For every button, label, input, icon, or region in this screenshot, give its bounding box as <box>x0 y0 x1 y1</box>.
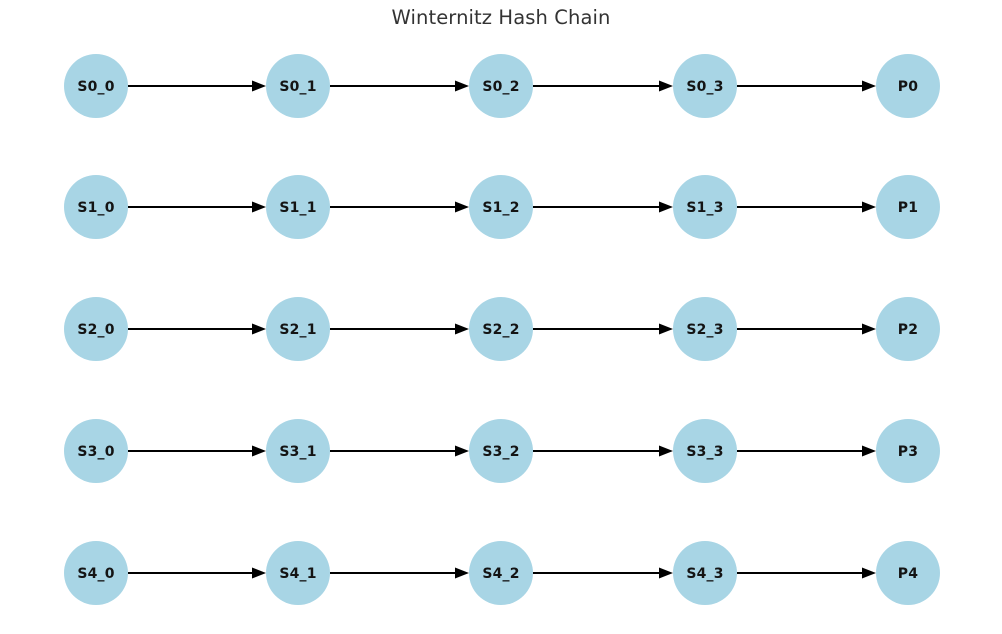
node-S4_3[interactable]: S4_3 <box>673 541 737 605</box>
node-label-S4_0: S4_0 <box>77 566 114 582</box>
node-circle-S2_1[interactable] <box>266 297 330 361</box>
node-label-P2: P2 <box>898 322 918 338</box>
node-S3_0[interactable]: S3_0 <box>64 419 128 483</box>
arrowhead-S4_2-to-S4_3 <box>659 567 673 579</box>
arrowhead-S3_0-to-S3_1 <box>252 445 266 457</box>
node-S4_1[interactable]: S4_1 <box>266 541 330 605</box>
node-label-P1: P1 <box>898 200 918 216</box>
node-S3_3[interactable]: S3_3 <box>673 419 737 483</box>
node-circle-S0_0[interactable] <box>64 54 128 118</box>
node-S2_3[interactable]: S2_3 <box>673 297 737 361</box>
node-P3[interactable]: P3 <box>876 419 940 483</box>
node-circle-S2_0[interactable] <box>64 297 128 361</box>
node-circle-P3[interactable] <box>876 419 940 483</box>
arrowhead-S1_3-to-P1 <box>862 201 876 213</box>
node-label-S3_1: S3_1 <box>279 444 316 460</box>
node-label-S3_0: S3_0 <box>77 444 114 460</box>
arrowhead-S0_3-to-P0 <box>862 80 876 92</box>
node-label-P0: P0 <box>898 79 918 95</box>
node-label-S0_2: S0_2 <box>482 79 519 95</box>
node-P2[interactable]: P2 <box>876 297 940 361</box>
node-circle-S3_2[interactable] <box>469 419 533 483</box>
node-circle-P2[interactable] <box>876 297 940 361</box>
node-label-P3: P3 <box>898 444 918 460</box>
node-circle-S4_2[interactable] <box>469 541 533 605</box>
arrowhead-S0_2-to-S0_3 <box>659 80 673 92</box>
node-P4[interactable]: P4 <box>876 541 940 605</box>
node-circle-S1_2[interactable] <box>469 175 533 239</box>
node-label-S2_2: S2_2 <box>482 322 519 338</box>
node-S2_1[interactable]: S2_1 <box>266 297 330 361</box>
node-circle-S3_3[interactable] <box>673 419 737 483</box>
node-circle-S3_1[interactable] <box>266 419 330 483</box>
node-circle-S1_0[interactable] <box>64 175 128 239</box>
node-label-S4_2: S4_2 <box>482 566 519 582</box>
node-label-S3_3: S3_3 <box>686 444 723 460</box>
node-S2_0[interactable]: S2_0 <box>64 297 128 361</box>
node-S2_2[interactable]: S2_2 <box>469 297 533 361</box>
node-circle-S3_0[interactable] <box>64 419 128 483</box>
node-circle-S0_3[interactable] <box>673 54 737 118</box>
node-label-S2_1: S2_1 <box>279 322 316 338</box>
node-circle-P4[interactable] <box>876 541 940 605</box>
node-label-S1_2: S1_2 <box>482 200 519 216</box>
node-label-S2_0: S2_0 <box>77 322 114 338</box>
node-S1_2[interactable]: S1_2 <box>469 175 533 239</box>
arrowhead-S2_1-to-S2_2 <box>455 323 469 335</box>
node-circle-S1_3[interactable] <box>673 175 737 239</box>
node-circle-S0_1[interactable] <box>266 54 330 118</box>
node-S0_0[interactable]: S0_0 <box>64 54 128 118</box>
node-circle-S0_2[interactable] <box>469 54 533 118</box>
node-circle-S1_1[interactable] <box>266 175 330 239</box>
node-S3_2[interactable]: S3_2 <box>469 419 533 483</box>
node-label-S1_1: S1_1 <box>279 200 316 216</box>
node-label-S1_3: S1_3 <box>686 200 723 216</box>
arrowhead-S2_3-to-P2 <box>862 323 876 335</box>
node-S4_0[interactable]: S4_0 <box>64 541 128 605</box>
arrowhead-S1_1-to-S1_2 <box>455 201 469 213</box>
node-circle-P0[interactable] <box>876 54 940 118</box>
node-S0_3[interactable]: S0_3 <box>673 54 737 118</box>
node-label-S4_3: S4_3 <box>686 566 723 582</box>
node-circle-S4_1[interactable] <box>266 541 330 605</box>
node-label-S1_0: S1_0 <box>77 200 114 216</box>
arrowhead-S4_1-to-S4_2 <box>455 567 469 579</box>
node-circle-S4_0[interactable] <box>64 541 128 605</box>
node-S1_3[interactable]: S1_3 <box>673 175 737 239</box>
node-circle-S2_3[interactable] <box>673 297 737 361</box>
node-P0[interactable]: P0 <box>876 54 940 118</box>
node-S1_1[interactable]: S1_1 <box>266 175 330 239</box>
node-label-S2_3: S2_3 <box>686 322 723 338</box>
node-label-S0_1: S0_1 <box>279 79 316 95</box>
arrowhead-S1_0-to-S1_1 <box>252 201 266 213</box>
arrowhead-S3_3-to-P3 <box>862 445 876 457</box>
node-S4_2[interactable]: S4_2 <box>469 541 533 605</box>
node-S3_1[interactable]: S3_1 <box>266 419 330 483</box>
node-circle-P1[interactable] <box>876 175 940 239</box>
arrowhead-S4_3-to-P4 <box>862 567 876 579</box>
page-title: Winternitz Hash Chain <box>391 6 611 29</box>
arrowhead-S3_1-to-S3_2 <box>455 445 469 457</box>
node-S1_0[interactable]: S1_0 <box>64 175 128 239</box>
node-label-S3_2: S3_2 <box>482 444 519 460</box>
arrowhead-S2_2-to-S2_3 <box>659 323 673 335</box>
node-label-S0_0: S0_0 <box>77 79 114 95</box>
edges-layer <box>128 80 876 579</box>
node-P1[interactable]: P1 <box>876 175 940 239</box>
node-circle-S2_2[interactable] <box>469 297 533 361</box>
arrowhead-S2_0-to-S2_1 <box>252 323 266 335</box>
node-circle-S4_3[interactable] <box>673 541 737 605</box>
node-label-P4: P4 <box>898 566 918 582</box>
arrowhead-S4_0-to-S4_1 <box>252 567 266 579</box>
arrowhead-S3_2-to-S3_3 <box>659 445 673 457</box>
node-S0_1[interactable]: S0_1 <box>266 54 330 118</box>
node-label-S0_3: S0_3 <box>686 79 723 95</box>
node-S0_2[interactable]: S0_2 <box>469 54 533 118</box>
arrowhead-S0_0-to-S0_1 <box>252 80 266 92</box>
node-label-S4_1: S4_1 <box>279 566 316 582</box>
arrowhead-S1_2-to-S1_3 <box>659 201 673 213</box>
arrowhead-S0_1-to-S0_2 <box>455 80 469 92</box>
